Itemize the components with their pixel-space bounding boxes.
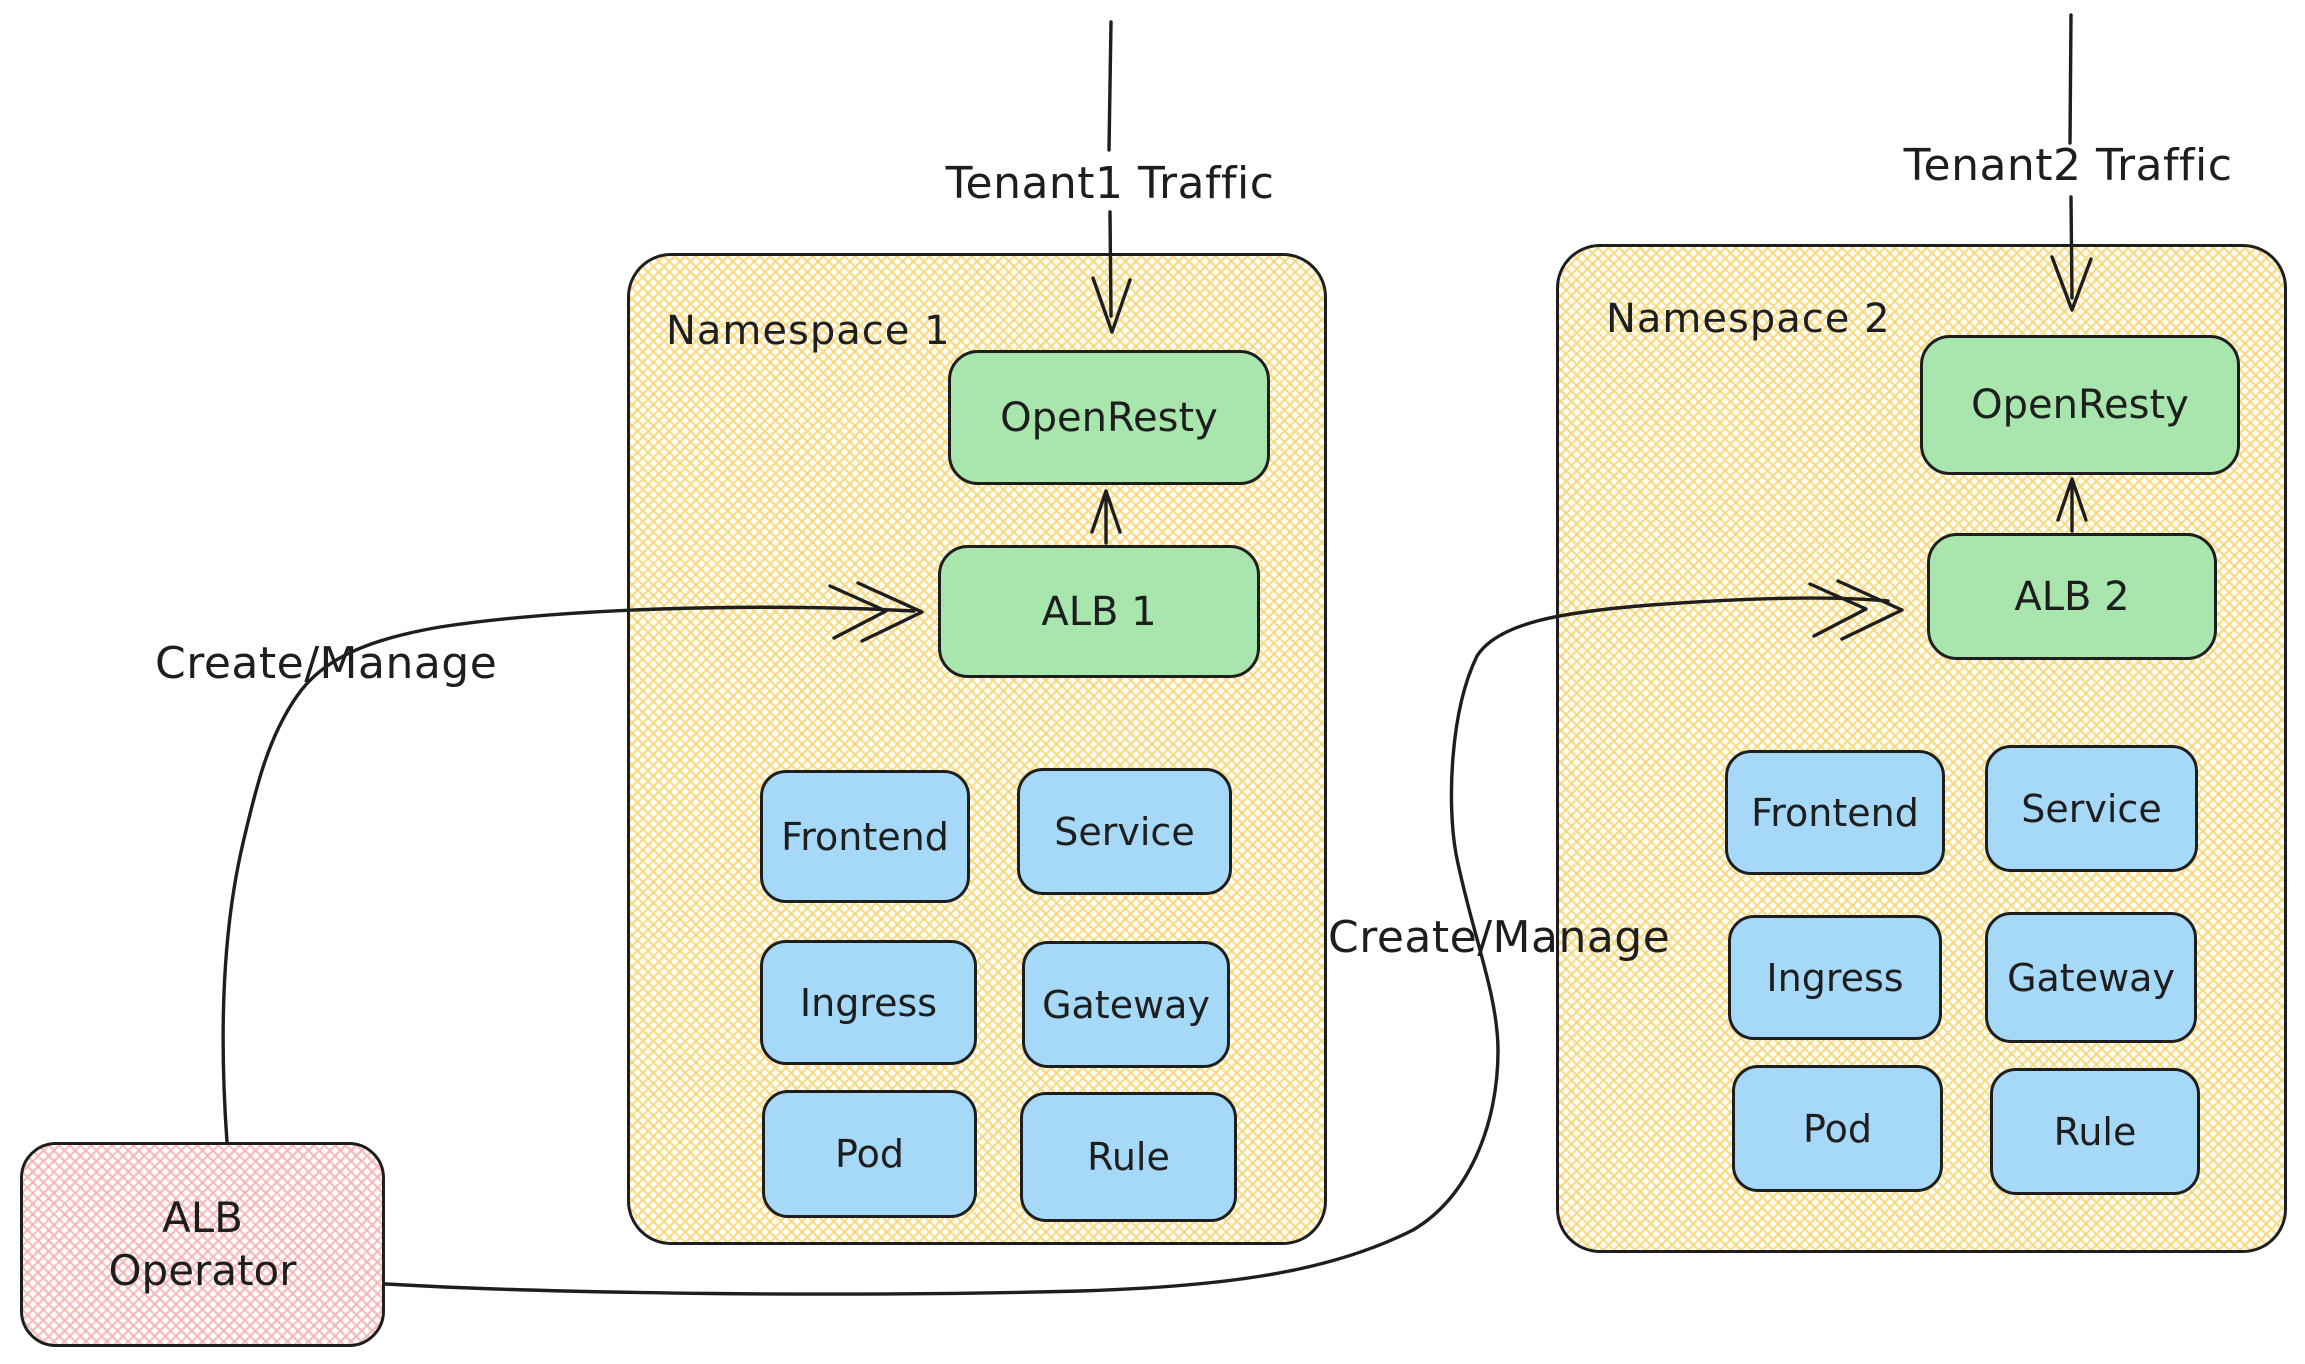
resource-label: Frontend (1751, 790, 1919, 835)
namespace2-title: Namespace 2 (1606, 296, 1891, 342)
resource-label: Frontend (781, 814, 949, 859)
alb-operator-box: ALB Operator (20, 1142, 385, 1347)
resource-box-ingress-ns2: Ingress (1728, 915, 1942, 1040)
resource-label: Pod (835, 1132, 904, 1176)
resource-box-gateway-ns2: Gateway (1985, 912, 2197, 1043)
resource-box-service-ns1: Service (1017, 768, 1232, 895)
openresty2-box: OpenResty (1920, 335, 2240, 475)
resource-box-rule-ns1: Rule (1020, 1092, 1237, 1222)
alb-operator-label-line2: Operator (108, 1245, 297, 1295)
resource-label: Gateway (2007, 955, 2175, 1000)
resource-box-frontend-ns1: Frontend (760, 770, 970, 903)
create-manage-label-right: Create/Manage (1328, 912, 1671, 963)
openresty1-label: OpenResty (1000, 394, 1218, 441)
resource-label: Service (2021, 786, 2162, 831)
resource-label: Gateway (1042, 982, 1210, 1027)
resource-box-pod-ns2: Pod (1732, 1065, 1943, 1192)
resource-box-ingress-ns1: Ingress (760, 940, 977, 1065)
alb2-box: ALB 2 (1927, 533, 2217, 660)
resource-label: Rule (1087, 1135, 1170, 1179)
tenant2-traffic-label: Tenant2 Traffic (1903, 140, 2233, 191)
namespace1-title: Namespace 1 (666, 308, 951, 354)
create-manage-label-left: Create/Manage (155, 638, 498, 689)
resource-box-service-ns2: Service (1985, 745, 2198, 872)
alb1-box: ALB 1 (938, 545, 1260, 678)
resource-box-gateway-ns1: Gateway (1022, 941, 1230, 1068)
resource-label: Ingress (799, 980, 938, 1025)
openresty2-label: OpenResty (1971, 382, 2189, 428)
resource-label: Pod (1803, 1106, 1872, 1151)
resource-label: Rule (2053, 1109, 2137, 1154)
resource-box-pod-ns1: Pod (762, 1090, 977, 1218)
resource-label: Service (1054, 809, 1195, 854)
alb1-label: ALB 1 (1041, 588, 1157, 635)
alb-operator-label-line1: ALB (162, 1193, 243, 1242)
tenant1-traffic-label: Tenant1 Traffic (945, 158, 1275, 209)
resource-box-rule-ns2: Rule (1990, 1068, 2200, 1195)
resource-box-frontend-ns2: Frontend (1725, 750, 1945, 875)
alb2-label: ALB 2 (2014, 573, 2130, 620)
openresty1-box: OpenResty (948, 350, 1270, 485)
resource-label: Ingress (1766, 955, 1904, 1000)
